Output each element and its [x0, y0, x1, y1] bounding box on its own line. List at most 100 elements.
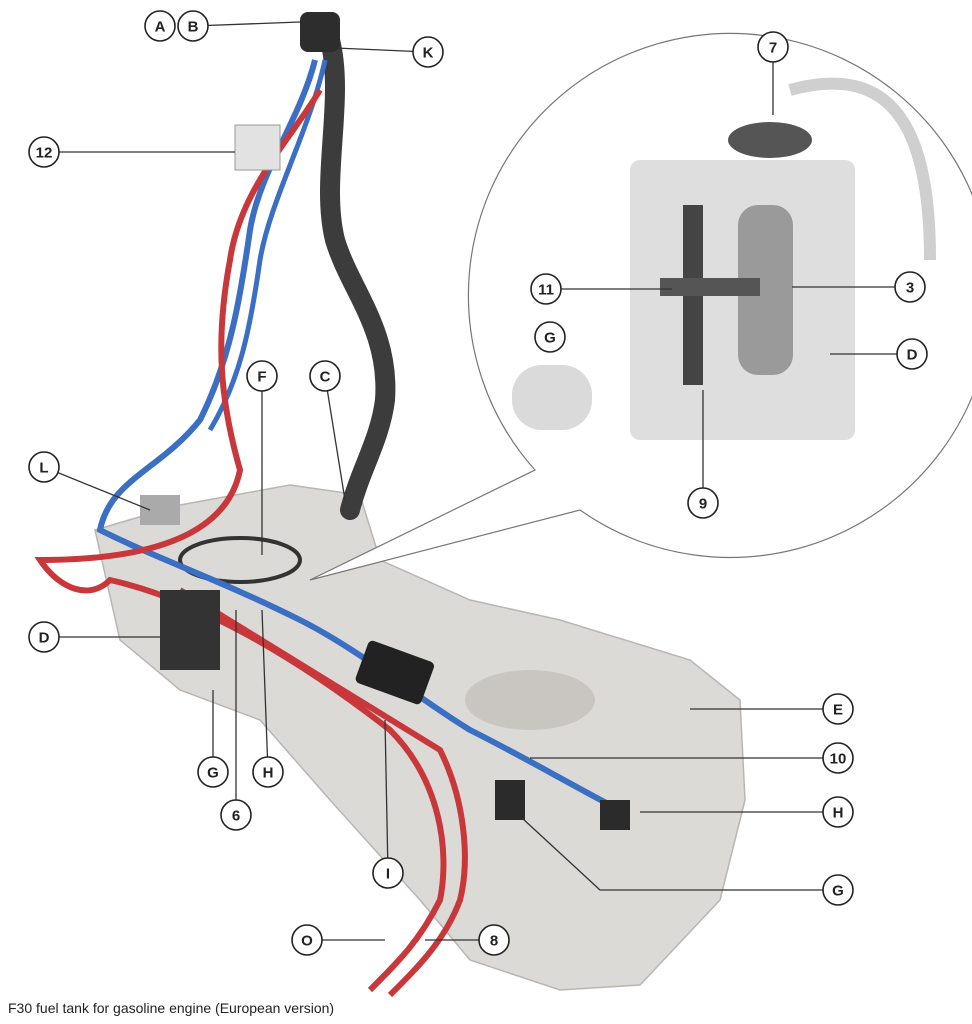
callout-D: D [28, 621, 60, 653]
vent-line [34, 88, 447, 993]
callout-circle [372, 857, 404, 889]
callout-label: D [907, 347, 918, 364]
callouts: A B K 12 7 11 3G D 9 F C L D E 10H G H 6I G O 8 [28, 10, 928, 956]
callout-D: D [896, 338, 928, 370]
callout-circle [252, 756, 284, 788]
callout-12: 12 [28, 136, 60, 168]
callout-G: G [534, 321, 566, 353]
callout-circle [28, 451, 60, 483]
callout-10: 10 [822, 742, 854, 774]
leader-line-L [43, 466, 151, 511]
leader-line-B [192, 21, 301, 27]
callout-9: 9 [687, 487, 719, 519]
callout-G: G [197, 756, 229, 788]
callout-label: A [155, 19, 166, 36]
callout-label: E [833, 702, 843, 719]
callout-A: A [144, 10, 176, 42]
supply-line [96, 59, 622, 813]
callout-label: 11 [538, 282, 554, 299]
callout-label: 9 [699, 496, 707, 513]
callout-label: 10 [830, 751, 847, 768]
callout-C: C [309, 360, 341, 392]
pump-g-right [495, 780, 525, 820]
callout-circle [822, 874, 854, 906]
callout-circle [309, 360, 341, 392]
callout-3: 3 [894, 271, 926, 303]
callout-circle [291, 924, 323, 956]
supply-line-2 [207, 59, 328, 432]
callout-circle [896, 338, 928, 370]
callout-label: O [301, 933, 313, 950]
callout-label: G [832, 883, 844, 900]
fuel-pump-flange [178, 536, 302, 584]
leader-line-C [324, 375, 346, 501]
callout-label: 8 [490, 933, 498, 950]
callout-circle [144, 10, 176, 42]
callout-label: L [39, 460, 48, 477]
callout-circle [177, 10, 209, 42]
canister-l [140, 495, 180, 525]
callout-E: E [822, 693, 854, 725]
callout-label: G [544, 330, 556, 347]
callout-label: H [263, 765, 274, 782]
callout-circle [28, 136, 60, 168]
callout-circle [220, 799, 252, 831]
callout-circle [822, 796, 854, 828]
callout-label: K [423, 45, 434, 62]
callout-label: 6 [232, 808, 240, 825]
callout-I: I [372, 857, 404, 889]
filler-cap [300, 12, 340, 52]
leader-lines [43, 21, 912, 941]
tank-opening [465, 670, 595, 730]
callout-H: H [252, 756, 284, 788]
pressure-regulator-7 [728, 122, 812, 158]
callout-circle [246, 360, 278, 392]
callout-circle [687, 487, 719, 519]
jet-pump-crossbar [660, 278, 760, 296]
filter-module [355, 640, 435, 705]
callout-label: 3 [906, 280, 914, 297]
callout-circle [197, 756, 229, 788]
fuel-pump-3 [738, 205, 793, 375]
callout-11: 11 [530, 273, 562, 305]
figure-caption: F30 fuel tank for gasoline engine (Europ… [8, 1000, 335, 1016]
pump-unit-left [160, 590, 220, 670]
callout-circle [757, 31, 789, 63]
callout-label: I [386, 866, 390, 883]
callout-O: O [291, 924, 323, 956]
leader-line-H [261, 609, 269, 773]
filler-neck [320, 30, 396, 520]
callout-label: C [320, 369, 331, 386]
callout-8: 8 [478, 924, 510, 956]
callout-label: G [207, 765, 219, 782]
filter-g-zoom [512, 365, 592, 430]
callout-circle [530, 273, 562, 305]
callout-7: 7 [757, 31, 789, 63]
callout-label: D [39, 630, 50, 647]
callout-label: F [257, 369, 266, 386]
callout-6: 6 [220, 799, 252, 831]
callout-label: B [188, 19, 199, 36]
callout-label: H [833, 805, 844, 822]
callout-circle [478, 924, 510, 956]
callout-circle [534, 321, 566, 353]
return-tube [788, 77, 936, 261]
callout-circle [822, 693, 854, 725]
sensor-h-right [600, 800, 630, 830]
callout-B: B [177, 10, 209, 42]
callout-circle [412, 36, 444, 68]
callout-L: L [28, 451, 60, 483]
callout-circle [28, 621, 60, 653]
callout-label: 12 [36, 145, 53, 162]
callout-G: G [822, 874, 854, 906]
callout-F: F [246, 360, 278, 392]
callout-label: 7 [769, 40, 777, 57]
callout-H: H [822, 796, 854, 828]
control-unit-12 [234, 124, 281, 171]
vent-line-2 [178, 587, 468, 998]
leader-line-G [521, 817, 838, 891]
callout-circle [894, 271, 926, 303]
leader-line-I [384, 719, 389, 874]
callout-circle [822, 742, 854, 774]
